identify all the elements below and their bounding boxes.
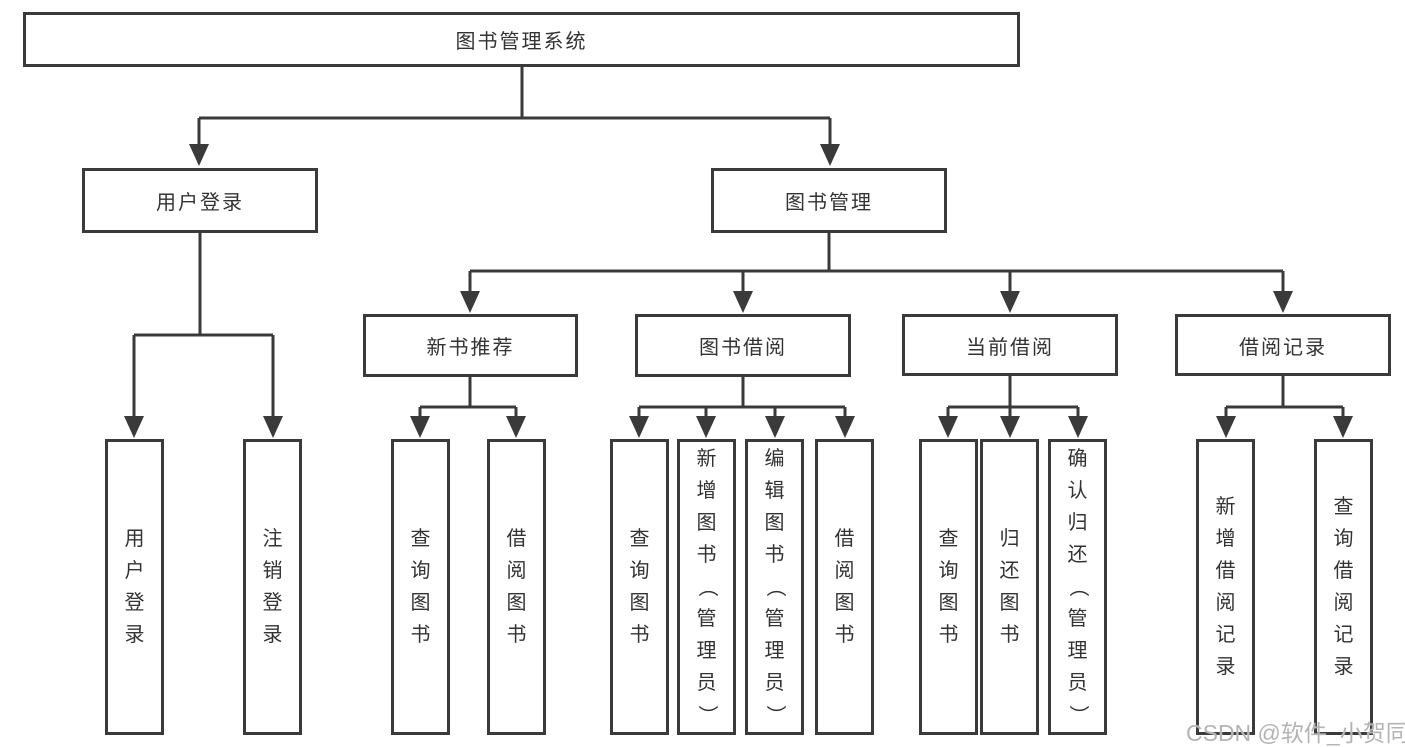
leaf-borrow-books-recommend: 借阅图书 bbox=[487, 439, 546, 735]
leaf-add-borrow-record-label: 新增借阅记录 bbox=[1215, 496, 1236, 678]
leaf-edit-book-admin: 编辑图书（管理员） bbox=[745, 439, 804, 735]
node-current-borrow: 当前借阅 bbox=[902, 314, 1118, 376]
leaf-add-book-admin-label: 新增图书（管理员） bbox=[695, 448, 718, 725]
node-borrow-records: 借阅记录 bbox=[1175, 314, 1391, 376]
node-book-management-label: 图书管理 bbox=[785, 192, 873, 214]
csdn-watermark: CSDN @软件_小贺同学 bbox=[1186, 720, 1405, 746]
leaf-user-login: 用户登录 bbox=[105, 439, 164, 735]
leaf-logout: 注销登录 bbox=[243, 439, 302, 735]
leaf-query-borrow-record: 查询借阅记录 bbox=[1314, 439, 1373, 735]
arrowheads bbox=[124, 144, 1353, 438]
leaf-query-borrow-record-label: 查询借阅记录 bbox=[1333, 496, 1354, 678]
leaf-confirm-return-admin-label: 确认归还（管理员） bbox=[1066, 448, 1089, 725]
leaf-return-books-label: 归还图书 bbox=[999, 528, 1020, 646]
node-user-login-label: 用户登录 bbox=[156, 192, 244, 214]
node-current-borrow-label: 当前借阅 bbox=[966, 336, 1054, 359]
node-book-management: 图书管理 bbox=[711, 168, 947, 233]
leaf-query-books-borrow-label: 查询图书 bbox=[629, 528, 650, 646]
leaf-query-books-borrow: 查询图书 bbox=[610, 439, 669, 735]
node-new-book-recommend-label: 新书推荐 bbox=[426, 337, 515, 359]
leaf-user-login-label: 用户登录 bbox=[124, 528, 145, 646]
node-user-login: 用户登录 bbox=[82, 168, 318, 233]
leaf-query-books-current-label: 查询图书 bbox=[938, 528, 959, 646]
leaf-borrow-books-recommend-label: 借阅图书 bbox=[506, 528, 527, 646]
node-borrow-records-label: 借阅记录 bbox=[1239, 336, 1327, 359]
leaf-query-books-recommend-label: 查询图书 bbox=[410, 528, 431, 646]
leaf-query-books-recommend: 查询图书 bbox=[391, 439, 450, 735]
node-new-book-recommend: 新书推荐 bbox=[363, 314, 578, 377]
leaf-add-book-admin: 新增图书（管理员） bbox=[677, 439, 736, 735]
leaf-query-books-current: 查询图书 bbox=[919, 439, 978, 735]
leaf-borrow-books: 借阅图书 bbox=[815, 439, 874, 735]
leaf-add-borrow-record: 新增借阅记录 bbox=[1196, 439, 1255, 735]
leaf-borrow-books-label: 借阅图书 bbox=[834, 528, 855, 646]
node-root-label: 图书管理系统 bbox=[455, 31, 588, 53]
leaf-edit-book-admin-label: 编辑图书（管理员） bbox=[763, 448, 786, 725]
leaf-confirm-return-admin: 确认归还（管理员） bbox=[1048, 439, 1107, 735]
leaf-logout-label: 注销登录 bbox=[262, 528, 283, 646]
node-root-library-system: 图书管理系统 bbox=[23, 12, 1020, 67]
node-book-borrow: 图书借阅 bbox=[635, 314, 851, 377]
node-book-borrow-label: 图书借阅 bbox=[699, 337, 787, 359]
leaf-return-books: 归还图书 bbox=[980, 439, 1039, 735]
